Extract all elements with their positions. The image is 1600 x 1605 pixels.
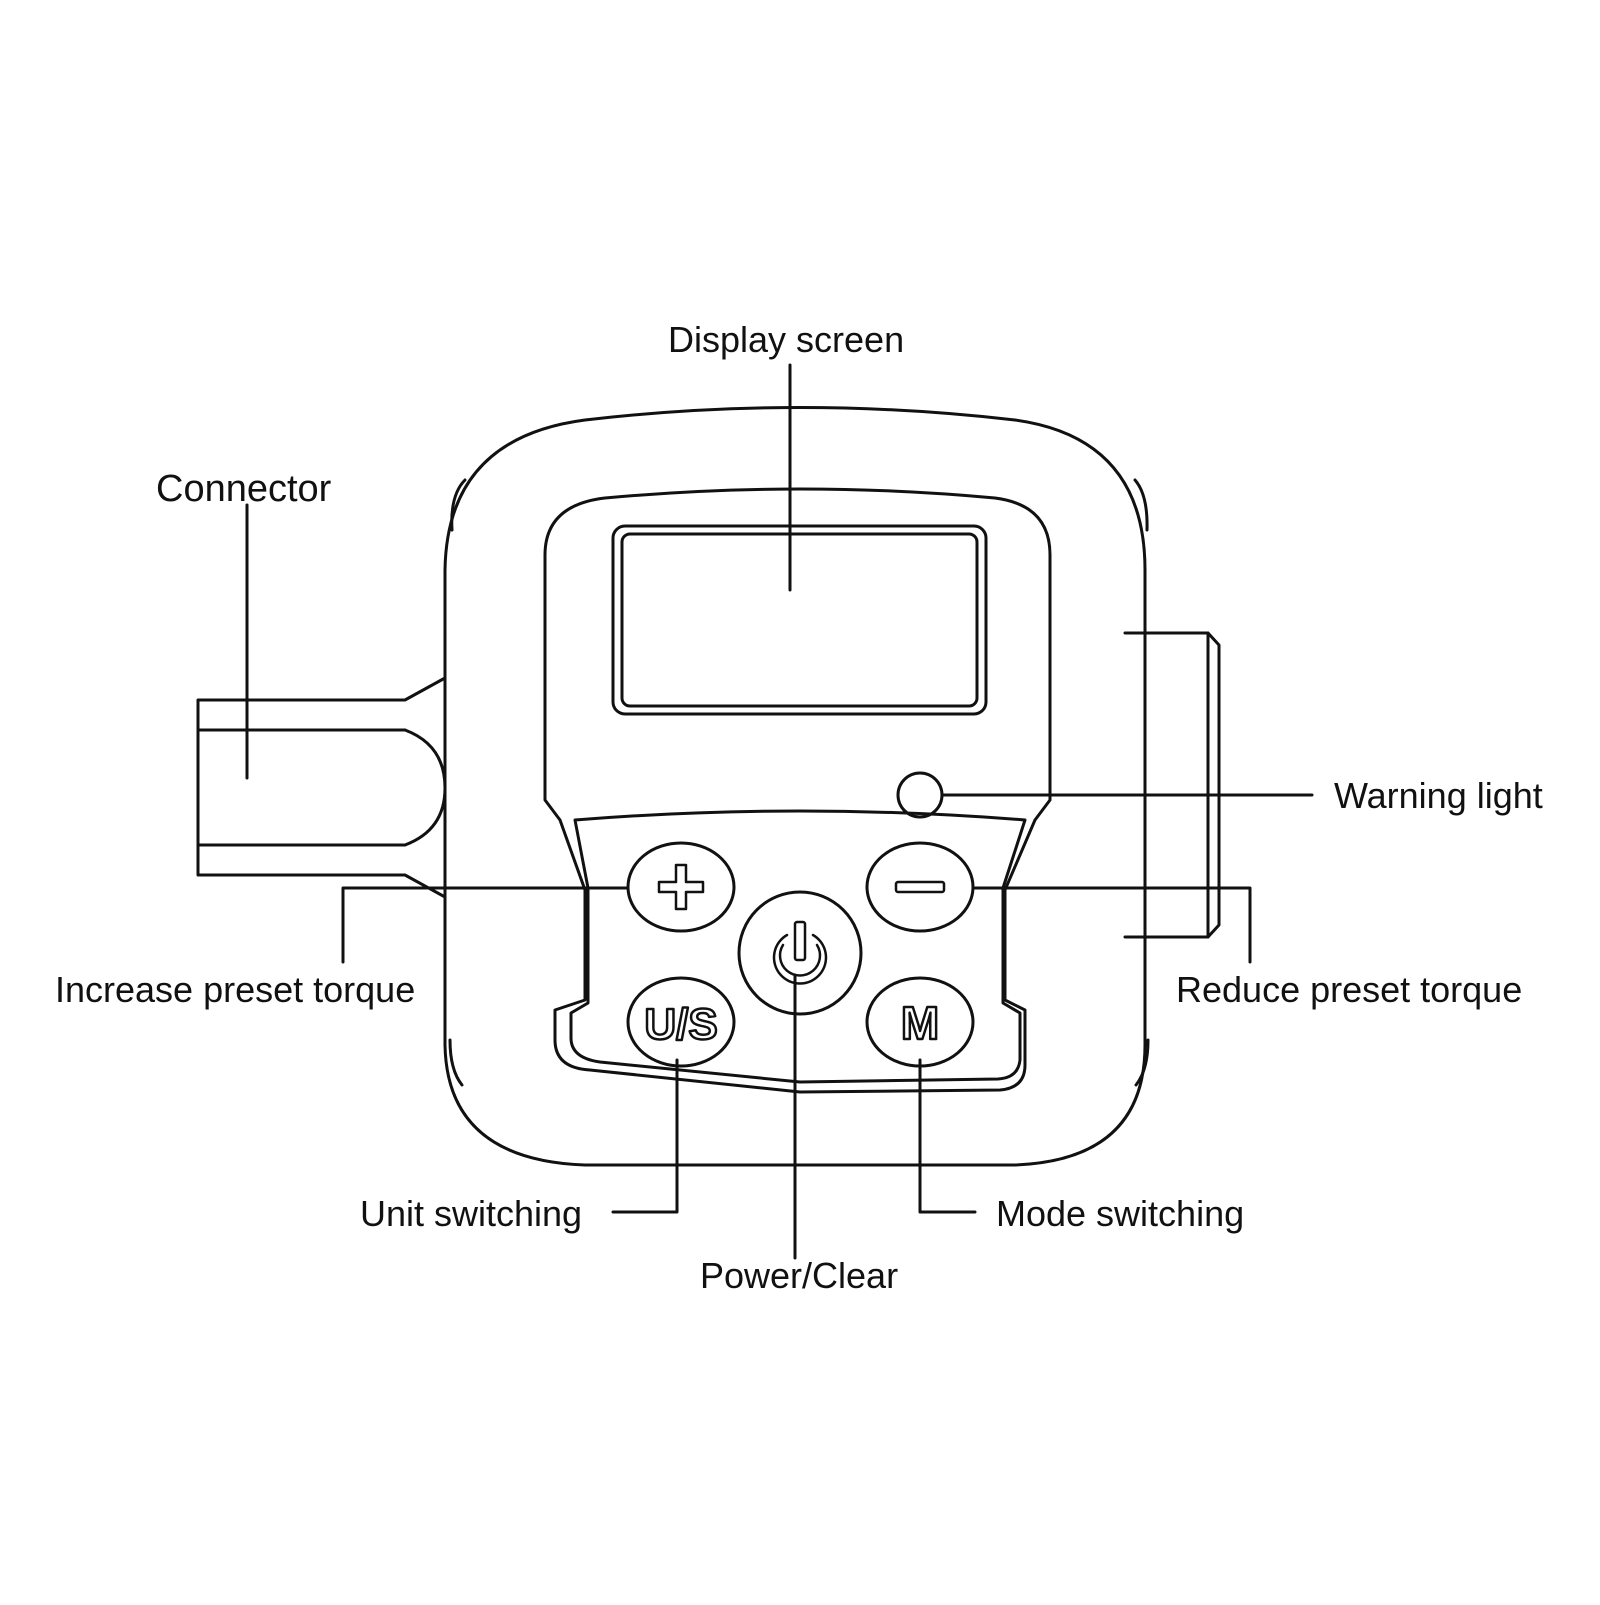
warning-light-label: Warning light: [1334, 775, 1543, 816]
warning-light-indicator: [896, 771, 944, 819]
reduce-leader: [971, 886, 1252, 964]
increase-preset-torque-label: Increase preset torque: [55, 969, 416, 1010]
side-bump: [1133, 478, 1149, 532]
plus-icon: [657, 863, 705, 911]
reduce-button[interactable]: [865, 841, 975, 933]
minus-icon: [894, 880, 946, 894]
increase-button[interactable]: [626, 841, 736, 933]
square-drive: [1123, 631, 1221, 939]
mode-key-label: M: [901, 997, 939, 1049]
housing: [443, 406, 1147, 1167]
button-panel: [569, 809, 1027, 1084]
power-clear-button[interactable]: [737, 890, 863, 1016]
mode-switching-label: Mode switching: [996, 1193, 1245, 1234]
mode-leader: [918, 1058, 977, 1214]
unit-leader: [611, 1058, 679, 1214]
connector: [196, 676, 447, 899]
increase-leader: [341, 886, 630, 964]
front-panel: [543, 487, 1052, 1094]
side-bump: [448, 1038, 464, 1087]
unit-key-label: U/S: [644, 1000, 717, 1049]
unit-switching-label: Unit switching: [360, 1193, 583, 1234]
unit-switch-button[interactable]: [626, 976, 736, 1068]
reduce-preset-torque-label: Reduce preset torque: [1176, 969, 1523, 1010]
display-screen-label: Display screen: [668, 319, 905, 360]
connector-label: Connector: [156, 468, 332, 510]
power-clear-label: Power/Clear: [700, 1255, 899, 1296]
leader-lines: [245, 363, 1314, 1260]
power-icon: [772, 920, 828, 985]
display-screen: [611, 524, 988, 716]
